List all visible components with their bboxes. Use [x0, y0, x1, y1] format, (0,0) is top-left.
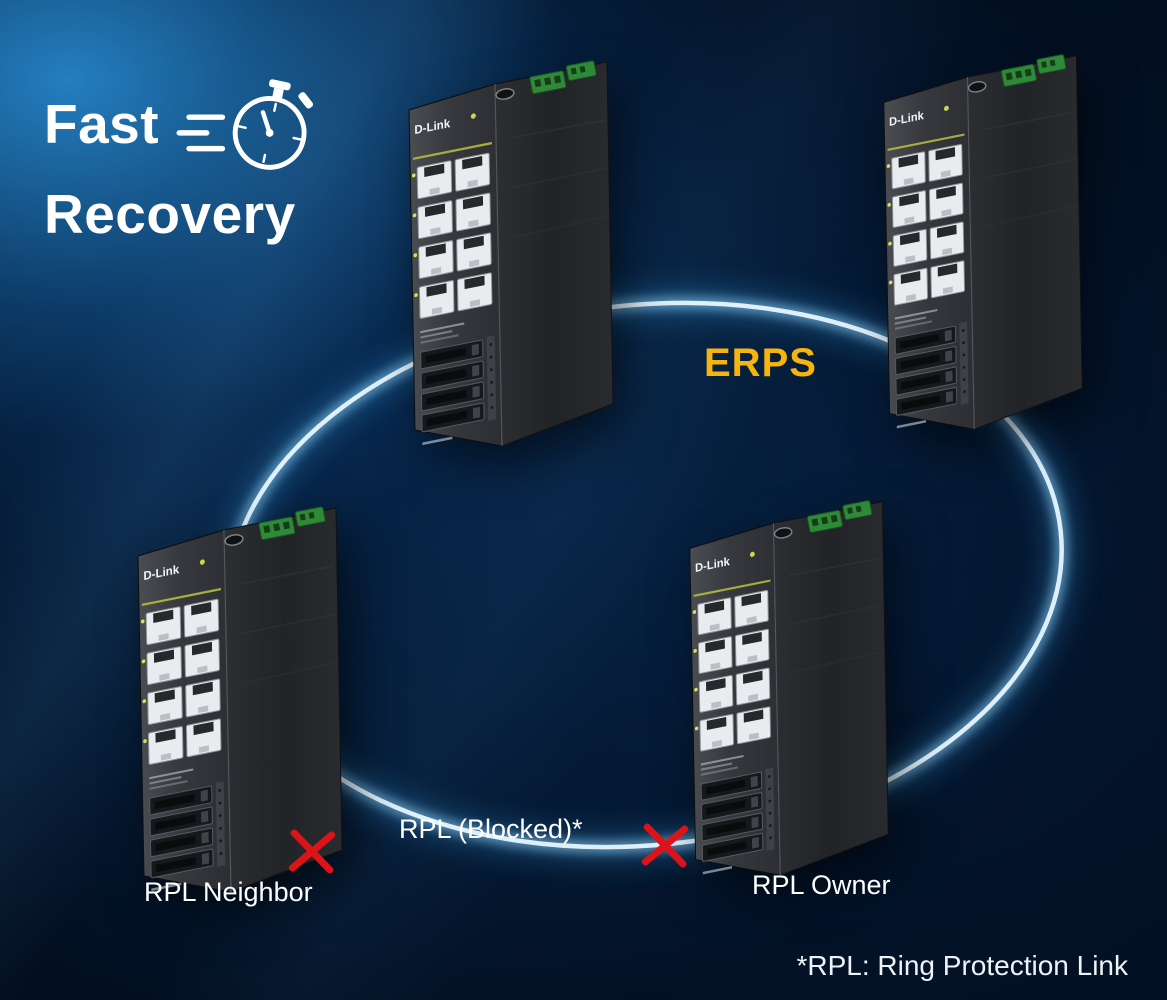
switch-rpl-owner	[680, 492, 898, 883]
rpl-owner-label: RPL Owner	[752, 870, 891, 900]
blocked-x-icon	[283, 823, 340, 880]
title-line2: Recovery	[44, 183, 296, 245]
footnote: *RPL: Ring Protection Link	[796, 950, 1128, 981]
switch-top-left	[399, 52, 623, 454]
switch-top-right	[874, 46, 1092, 437]
erps-label: ERPS	[704, 341, 817, 385]
rpl-neighbor-label: RPL Neighbor	[144, 877, 313, 907]
stopwatch-icon	[176, 79, 314, 170]
title-line1: Fast	[44, 93, 160, 155]
title-block: Fast	[44, 79, 323, 246]
blocked-x-icon	[636, 817, 693, 874]
speed-lines-icon	[176, 114, 226, 152]
rpl-blocked-label: RPL (Blocked)*	[399, 814, 583, 844]
